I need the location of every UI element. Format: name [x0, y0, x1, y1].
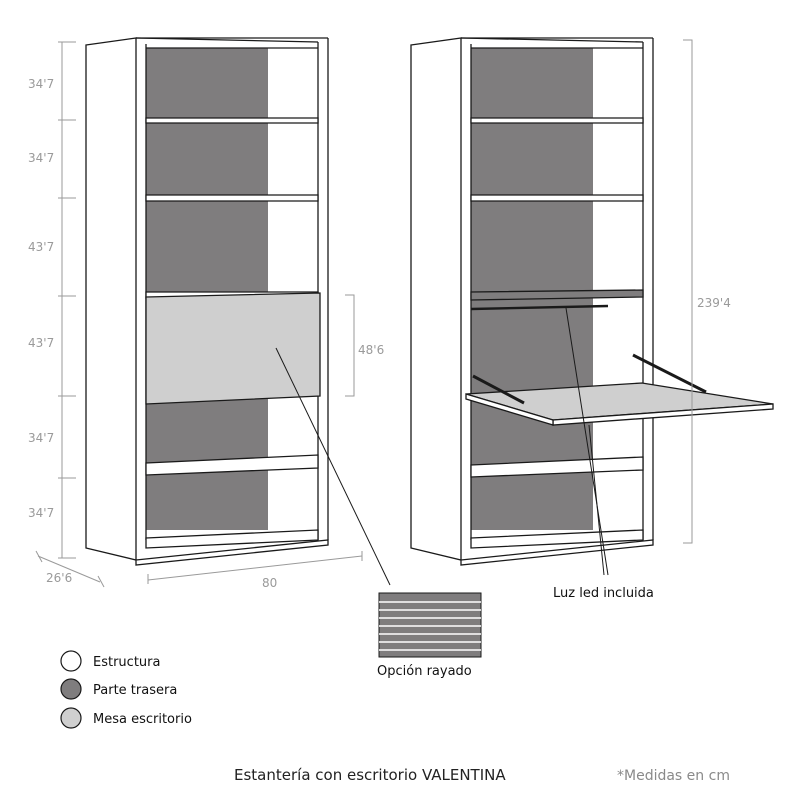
- measure-note: *Medidas en cm: [617, 768, 730, 784]
- back-panel: [146, 48, 268, 530]
- legend-label-structure: Estructura: [93, 655, 160, 670]
- height-labels-left: 34'7 34'7 43'7 43'7 34'7 34'7: [28, 77, 54, 520]
- legend-swatch-desk: [60, 707, 82, 729]
- height-label-6: 34'7: [28, 506, 54, 520]
- led-leaders: [565, 307, 609, 576]
- height-scale-left: [58, 41, 76, 559]
- striped-option-swatch: [378, 592, 482, 658]
- desk-height-bracket: [345, 294, 355, 397]
- led-label: Luz led incluida: [553, 586, 654, 601]
- height-label-3: 43'7: [28, 240, 54, 254]
- height-label-5: 34'7: [28, 431, 54, 445]
- legend-label-back-panel: Parte trasera: [93, 683, 177, 698]
- height-label-2: 34'7: [28, 151, 54, 165]
- striped-leader: [275, 347, 391, 586]
- depth-label: 26'6: [46, 571, 72, 585]
- support-arm-right: [632, 353, 707, 394]
- legend-swatch-back-panel: [60, 678, 82, 700]
- legend: Estructura Parte trasera Mesa escritorio: [60, 650, 192, 729]
- width-dimension: [147, 551, 363, 584]
- height-label-4: 43'7: [28, 336, 54, 350]
- depth-dimension: [35, 550, 105, 588]
- product-title: Estantería con escritorio VALENTINA: [234, 766, 506, 784]
- back-panel: [471, 48, 593, 530]
- shelves: [470, 117, 644, 549]
- desk-height-label: 48'6: [358, 343, 384, 357]
- total-height-label: 239'4: [697, 296, 731, 310]
- height-label-1: 34'7: [28, 77, 54, 91]
- side-panel: [410, 37, 462, 561]
- cabinet-open: [410, 37, 774, 566]
- led-bar: [470, 304, 609, 311]
- legend-label-desk: Mesa escritorio: [93, 712, 192, 727]
- striped-option-label: Opción rayado: [377, 664, 472, 679]
- legend-swatch-structure: [60, 650, 82, 672]
- support-arm-left: [472, 374, 525, 405]
- side-panel: [85, 37, 137, 561]
- desk-front-closed: [145, 292, 321, 405]
- total-height-bracket: [683, 39, 693, 544]
- width-label: 80: [262, 576, 277, 590]
- cabinet-closed: [85, 37, 329, 566]
